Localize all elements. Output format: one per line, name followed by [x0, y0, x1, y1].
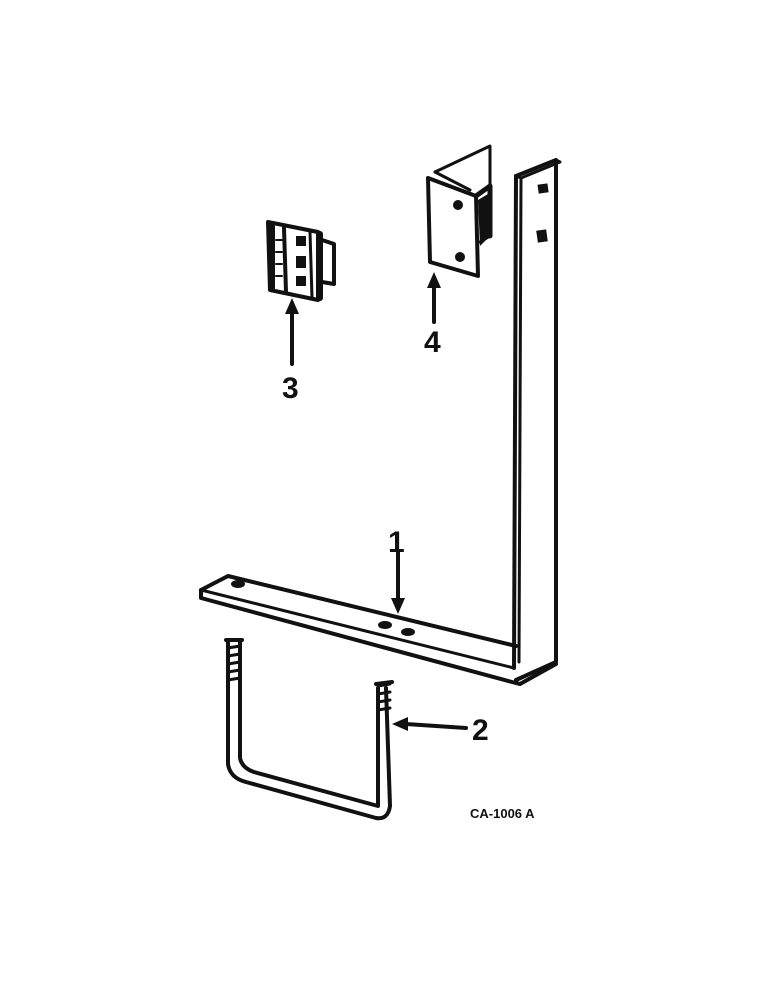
leader-arrow-3 — [285, 298, 299, 366]
callout-4: 4 — [424, 326, 441, 359]
part-2-u-bolt — [224, 638, 394, 821]
part-1-l-bracket — [199, 158, 562, 686]
callout-2: 2 — [472, 714, 489, 747]
leader-arrow-4 — [427, 272, 441, 324]
reference-code: CA-1006 A — [470, 806, 535, 821]
callout-3: 3 — [282, 372, 299, 405]
part-3-clip-bracket — [266, 220, 336, 302]
leader-arrow-1 — [391, 550, 405, 614]
leader-arrow-2 — [392, 717, 468, 731]
callout-1: 1 — [388, 526, 405, 559]
part-4-mounting-plate — [426, 144, 493, 278]
